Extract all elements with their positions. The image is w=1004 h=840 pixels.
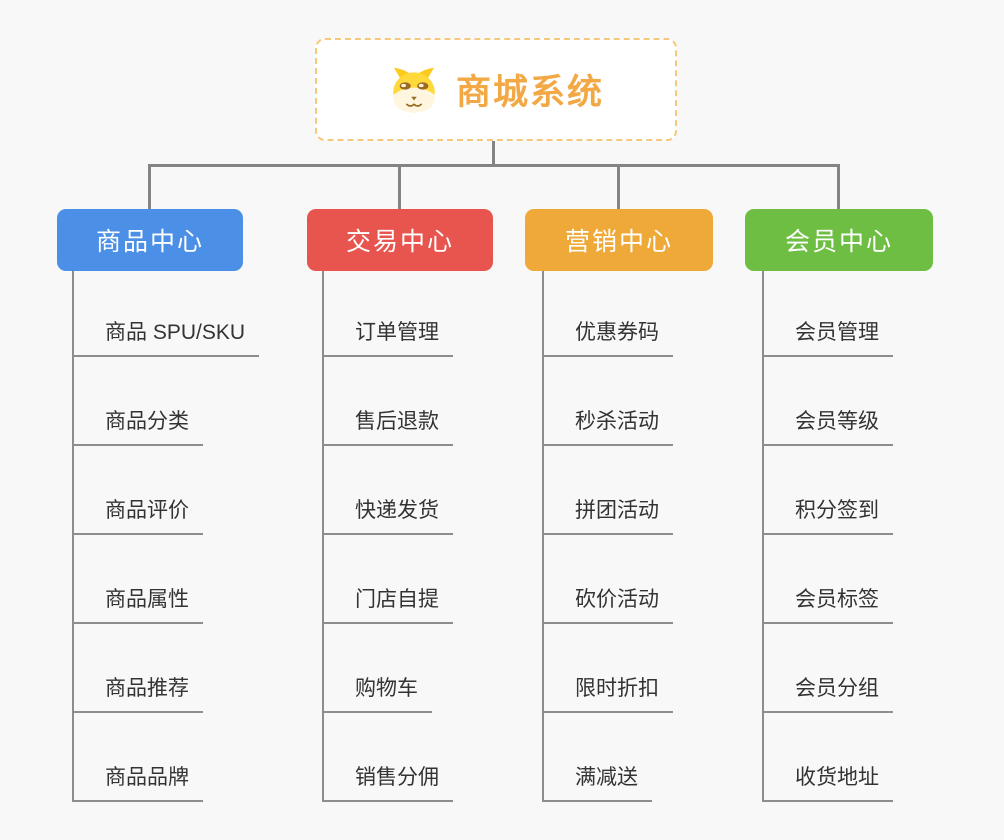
leaf-node[interactable]: 门店自提 <box>322 586 453 624</box>
dog-face-icon <box>388 66 440 114</box>
leaf-node[interactable]: 销售分佣 <box>322 764 453 802</box>
leaf-node[interactable]: 拼团活动 <box>542 497 673 535</box>
root-stub-line <box>492 141 495 165</box>
branch-node-marketing-center[interactable]: 营销中心 <box>525 209 713 271</box>
root-node-mall-system[interactable]: 商城系统 <box>315 38 677 141</box>
branch-stub-line-3 <box>617 164 620 209</box>
leaf-node[interactable]: 会员管理 <box>762 319 893 357</box>
branch-trunk-line-4 <box>762 271 764 800</box>
branch-trunk-line-3 <box>542 271 544 800</box>
branch-trunk-line-1 <box>72 271 74 800</box>
leaf-node[interactable]: 满减送 <box>542 764 652 802</box>
branch-node-product-center[interactable]: 商品中心 <box>57 209 243 271</box>
leaf-node[interactable]: 优惠券码 <box>542 319 673 357</box>
branch-bus-line <box>148 164 840 167</box>
leaf-node[interactable]: 会员标签 <box>762 586 893 624</box>
leaf-node[interactable]: 售后退款 <box>322 408 453 446</box>
branch-trunk-line-2 <box>322 271 324 800</box>
leaf-node[interactable]: 购物车 <box>322 675 432 713</box>
leaf-node[interactable]: 会员分组 <box>762 675 893 713</box>
leaf-node[interactable]: 积分签到 <box>762 497 893 535</box>
leaf-node[interactable]: 商品品牌 <box>72 764 203 802</box>
leaf-node[interactable]: 订单管理 <box>322 319 453 357</box>
leaf-node[interactable]: 会员等级 <box>762 408 893 446</box>
branch-stub-line-1 <box>148 164 151 209</box>
root-node-title: 商城系统 <box>455 73 604 112</box>
leaf-node[interactable]: 商品分类 <box>72 408 203 446</box>
leaf-node[interactable]: 砍价活动 <box>542 586 673 624</box>
leaf-node[interactable]: 商品属性 <box>72 586 203 624</box>
leaf-node[interactable]: 商品推荐 <box>72 675 203 713</box>
branch-node-trade-center[interactable]: 交易中心 <box>307 209 493 271</box>
branch-node-member-center[interactable]: 会员中心 <box>745 209 933 271</box>
leaf-node[interactable]: 商品 SPU/SKU <box>72 319 260 357</box>
leaf-node[interactable]: 收货地址 <box>762 764 893 802</box>
leaf-node[interactable]: 商品评价 <box>72 497 203 535</box>
leaf-node[interactable]: 限时折扣 <box>542 675 673 713</box>
leaf-node[interactable]: 快递发货 <box>322 497 453 535</box>
leaf-node[interactable]: 秒杀活动 <box>542 408 673 446</box>
branch-stub-line-2 <box>398 164 401 209</box>
branch-stub-line-4 <box>837 164 840 209</box>
